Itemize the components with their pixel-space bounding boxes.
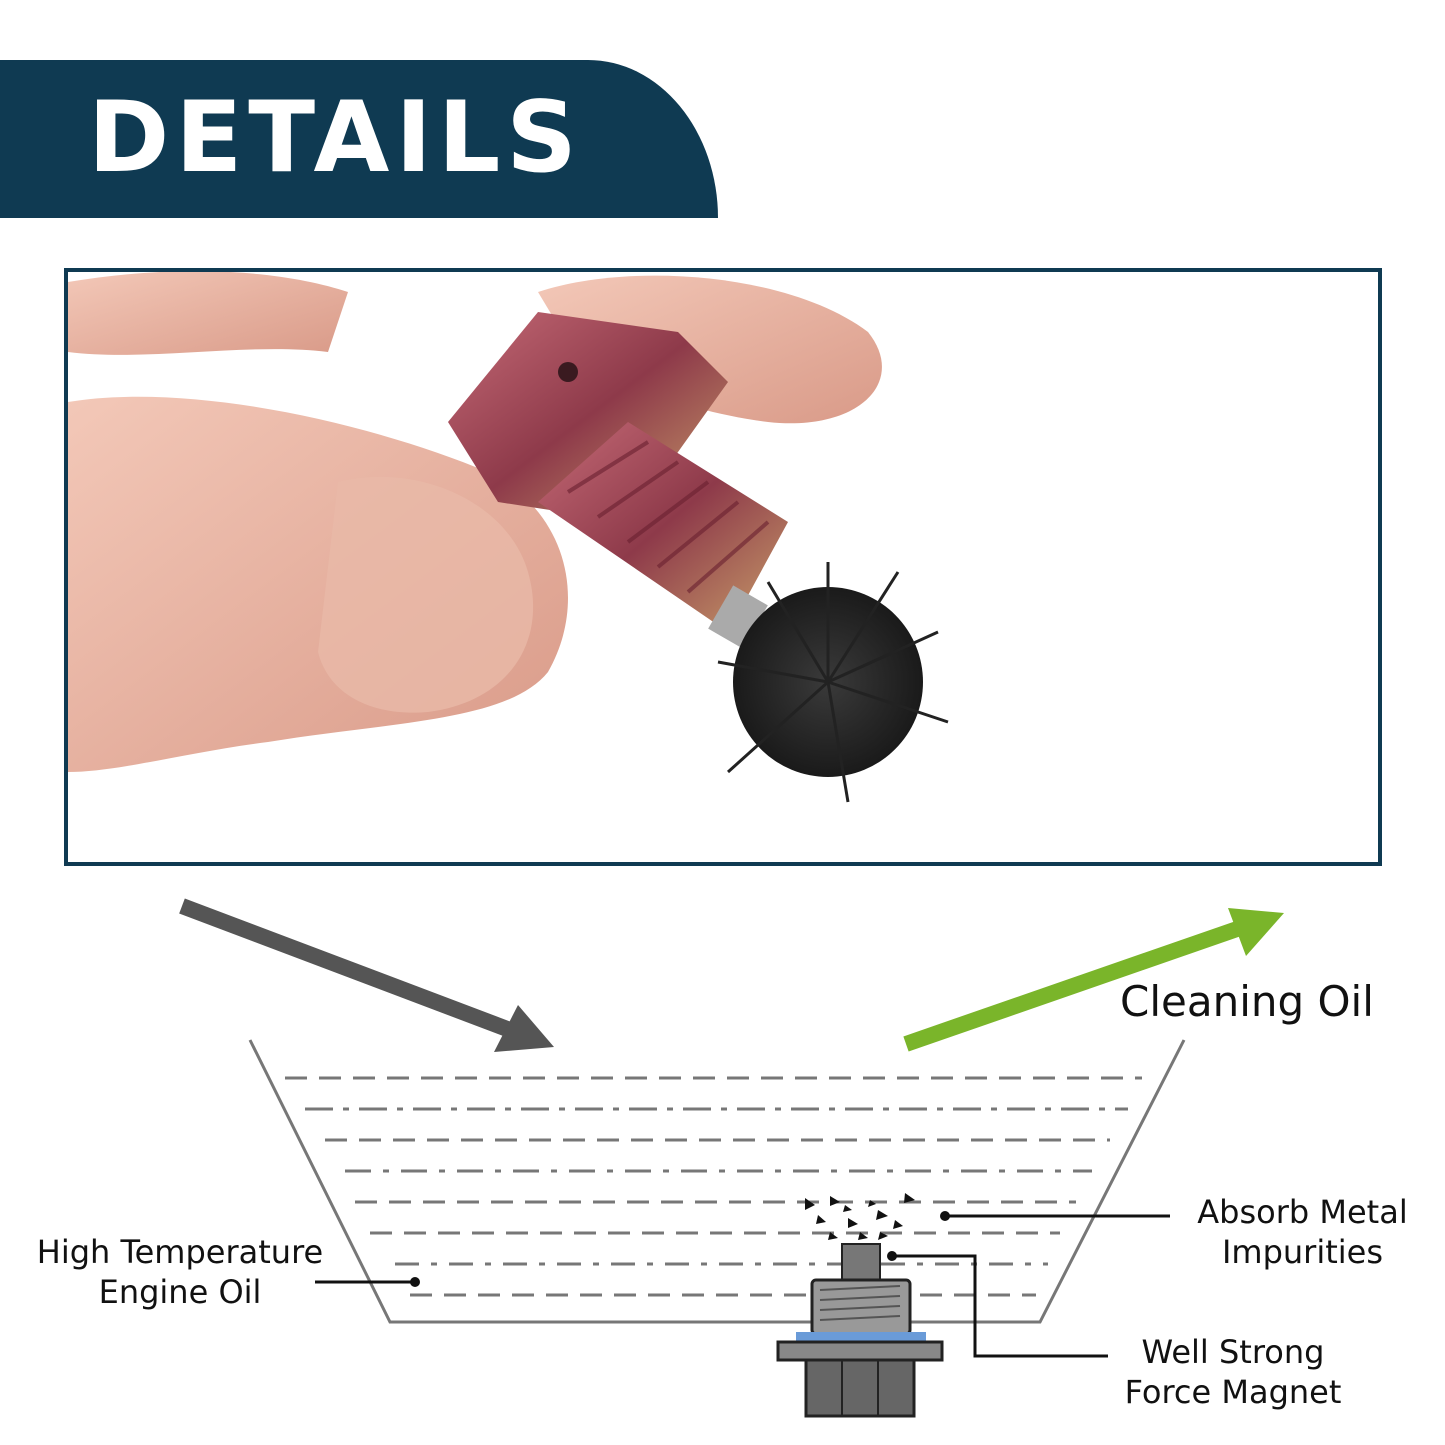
plug-flange xyxy=(776,1340,944,1362)
high-temp-label-line2: Engine Oil xyxy=(98,1273,262,1311)
thread-lines xyxy=(566,440,770,594)
header-banner: DETAILS xyxy=(0,60,718,218)
callout-dots xyxy=(410,1211,950,1287)
filings-spikes xyxy=(717,562,949,803)
magnetic-drain-plug-photo xyxy=(68,272,949,803)
finger-top-left xyxy=(68,272,348,355)
cleaning-oil-arrow xyxy=(903,908,1284,1052)
metal-impurity-particles xyxy=(805,1193,915,1240)
page-title: DETAILS xyxy=(88,81,583,195)
plug-magnet-tip xyxy=(841,1243,881,1281)
high-temp-oil-label: High Temperature Engine Oil xyxy=(20,1232,340,1312)
cleaning-oil-label: Cleaning Oil xyxy=(1120,977,1374,1026)
high-temp-label-line1: High Temperature xyxy=(36,1233,324,1271)
absorb-label-line1: Absorb Metal xyxy=(1197,1193,1408,1231)
callout-lines xyxy=(315,1214,1170,1358)
product-photo xyxy=(64,268,1382,866)
oil-pan xyxy=(248,1039,1186,1324)
plug-washer xyxy=(796,1332,926,1342)
plug-hole xyxy=(558,362,578,382)
thumbnail xyxy=(318,476,534,713)
strong-magnet-label: Well Strong Force Magnet xyxy=(1108,1332,1358,1412)
oil-level-lines xyxy=(285,1076,1142,1297)
plug-hex-head xyxy=(804,1358,916,1418)
drain-plug-diagram xyxy=(776,1243,944,1418)
plug-threads xyxy=(538,422,788,632)
incoming-oil-arrow xyxy=(179,898,554,1052)
magnet-label-line1: Well Strong xyxy=(1141,1333,1325,1371)
absorb-label-line2: Impurities xyxy=(1221,1233,1384,1271)
magnet-tip xyxy=(708,585,768,649)
finger-top-right xyxy=(538,275,882,424)
absorb-impurities-label: Absorb Metal Impurities xyxy=(1180,1192,1425,1272)
magnet-label-line2: Force Magnet xyxy=(1124,1373,1342,1411)
